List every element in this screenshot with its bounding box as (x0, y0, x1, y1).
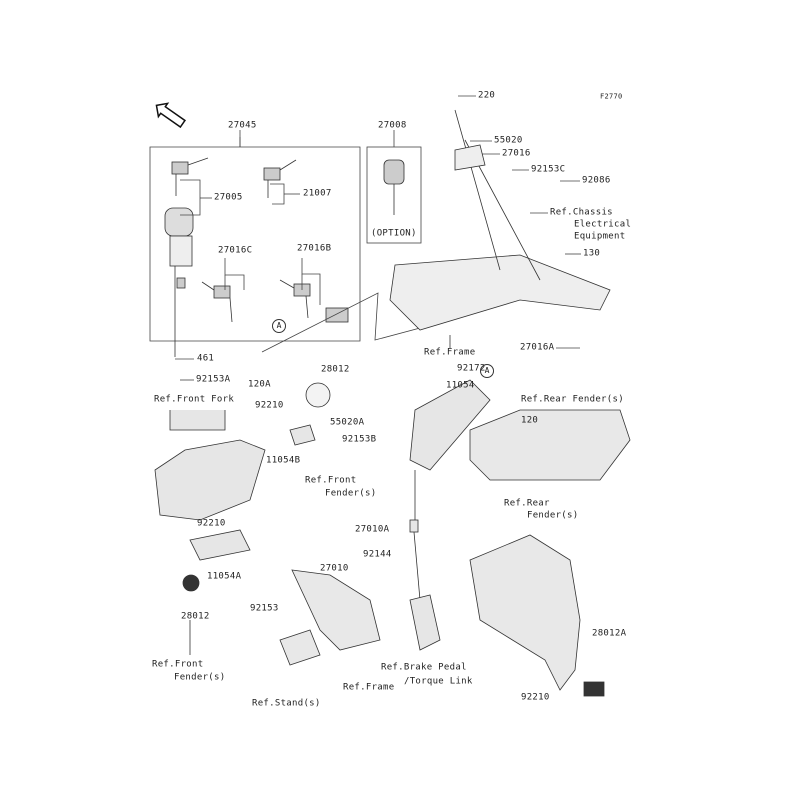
ignition-switch-sketch (164, 207, 194, 357)
leaders (175, 95, 581, 381)
part-92153C: 92153C (531, 164, 566, 175)
ref-rear-fender-2: Fender(s) (527, 510, 579, 521)
part-130: 130 (583, 248, 601, 259)
part-11054: 11054 (446, 380, 475, 391)
ref-brake-pedal-1: Ref.Brake Pedal (381, 662, 467, 673)
part-27016C: 27016C (218, 245, 253, 256)
part-120A: 120A (248, 379, 271, 390)
option-label: (OPTION) (371, 228, 417, 239)
part-27016B: 27016B (297, 243, 332, 254)
part-92153B: 92153B (342, 434, 377, 445)
part-28012A: 28012A (592, 628, 627, 639)
ref-chassis-line3: Equipment (574, 231, 626, 242)
part-92086: 92086 (582, 175, 611, 186)
part-11054A: 11054A (207, 571, 242, 582)
part-92144: 92144 (363, 549, 392, 560)
ref-front-fork: Ref.Front Fork (154, 394, 235, 405)
part-55020: 55020 (494, 135, 523, 146)
part-92153: 92153 (250, 603, 279, 614)
part-120: 120 (521, 415, 539, 426)
ref-chassis-line1: Ref.Chassis (550, 207, 613, 218)
part-27008: 27008 (378, 120, 407, 131)
figure-code: F2770 (600, 92, 623, 101)
lock-assembly-sketch (289, 379, 491, 651)
part-27010: 27010 (320, 563, 349, 574)
front-arrow-icon (155, 102, 186, 129)
part-92172: 92172 (457, 363, 486, 374)
ref-frame-top: Ref.Frame (424, 347, 476, 358)
part-92153A: 92153A (196, 374, 231, 385)
callout-a-2: A (480, 364, 494, 378)
part-92210-c: 92210 (521, 692, 550, 703)
ref-front-fender-mid-2: Fender(s) (325, 488, 377, 499)
part-11054B: 11054B (266, 455, 301, 466)
part-27010A: 27010A (355, 524, 390, 535)
ref-frame-bottom: Ref.Frame (343, 682, 395, 693)
frame-sketch (389, 109, 611, 348)
part-92210-a: 92210 (255, 400, 284, 411)
ref-brake-pedal-2: /Torque Link (404, 676, 473, 687)
ref-stand: Ref.Stand(s) (252, 698, 321, 709)
part-220: 220 (478, 90, 496, 101)
ref-rear-fender-top: Ref.Rear Fender(s) (521, 394, 624, 405)
part-27016: 27016 (502, 148, 531, 159)
rear-fender-sketch (469, 409, 631, 697)
part-21007: 21007 (303, 188, 332, 199)
stand-bracket-sketch (189, 569, 381, 666)
part-27005: 27005 (214, 192, 243, 203)
part-55020A: 55020A (330, 417, 365, 428)
part-92210-b: 92210 (197, 518, 226, 529)
ref-front-fender-mid-1: Ref.Front (305, 475, 357, 486)
ref-front-fender-bot-2: Fender(s) (174, 672, 226, 683)
ref-front-fender-bot-1: Ref.Front (152, 659, 204, 670)
part-28012-bottom: 28012 (181, 611, 210, 622)
ref-rear-fender-1: Ref.Rear (504, 498, 550, 509)
part-461: 461 (197, 353, 215, 364)
part-27045: 27045 (228, 120, 257, 131)
part-28012-top: 28012 (321, 364, 350, 375)
ref-chassis-line2: Electrical (574, 219, 632, 230)
part-27016A: 27016A (520, 342, 555, 353)
front-fork-sketch (154, 410, 266, 592)
callout-a-1: A (272, 319, 286, 333)
